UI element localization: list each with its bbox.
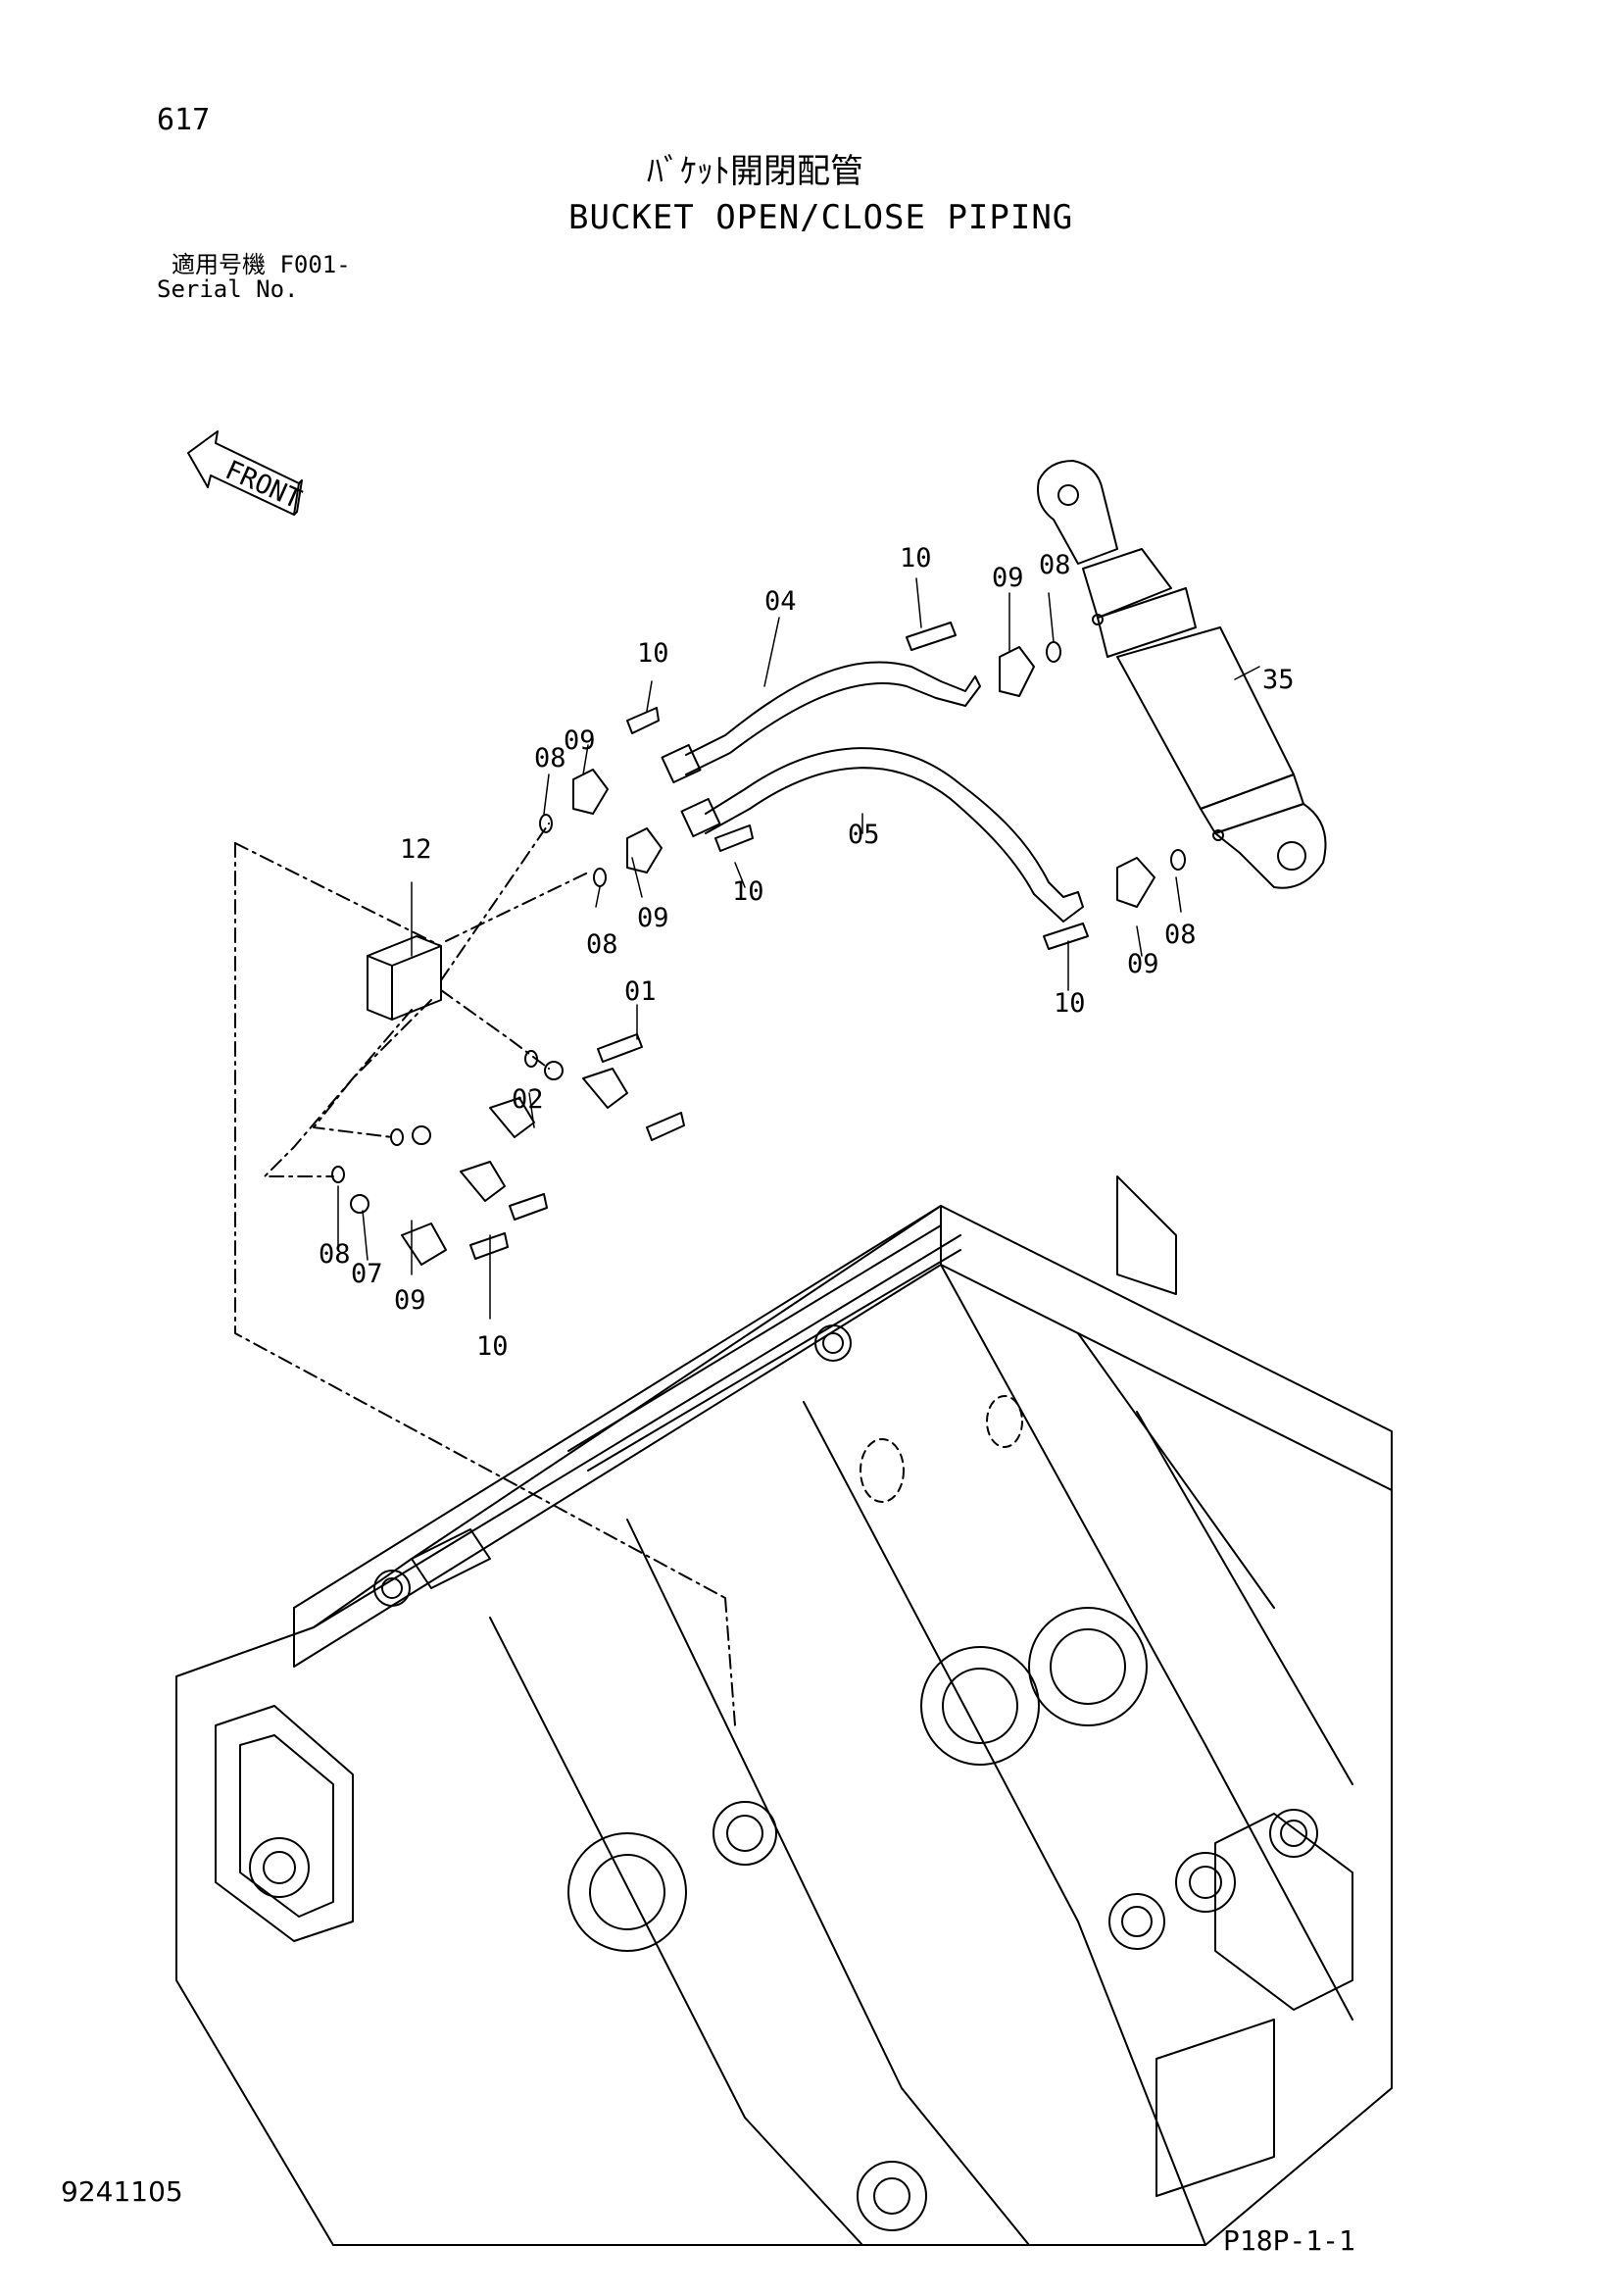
- callout-08-bottom: 08: [319, 1239, 351, 1270]
- serial-label-english: Serial No.: [157, 275, 299, 303]
- callout-02: 02: [512, 1084, 544, 1115]
- fitting-group-lower: [331, 1033, 685, 1266]
- leader-lines: [234, 823, 736, 1726]
- front-arrow-icon: [187, 430, 303, 516]
- title-japanese: ﾊﾞｹｯﾄ開閉配管: [647, 152, 863, 191]
- callout-08-left: 08: [586, 929, 618, 960]
- callout-10-mid: 10: [637, 638, 669, 669]
- callout-09-bottom: 09: [394, 1285, 426, 1316]
- hose-05: [680, 747, 1084, 923]
- title-english: BUCKET OPEN/CLOSE PIPING: [568, 198, 1074, 237]
- bucket-arm-frame: [175, 1175, 1393, 2246]
- callout-09-top: 09: [992, 563, 1024, 593]
- clamp-group-lower-right: [1043, 849, 1186, 950]
- clamp-group-left: [539, 707, 754, 887]
- callout-05: 05: [848, 820, 880, 850]
- callout-09-right: 09: [1127, 949, 1159, 979]
- page-number: 617: [157, 103, 211, 137]
- callout-08-right: 08: [1164, 920, 1197, 950]
- callout-10-right: 10: [1054, 988, 1086, 1019]
- serial-label-japanese: 適用号機 F001-: [172, 251, 351, 278]
- callout-35: 35: [1262, 665, 1295, 695]
- front-arrow-label: FRONT: [221, 455, 306, 515]
- page-reference: P18P-1-1: [1223, 2224, 1355, 2257]
- callout-12: 12: [400, 834, 432, 865]
- document-number: 9241105: [61, 2175, 183, 2208]
- callout-10-left: 10: [732, 876, 764, 907]
- clamp-group-top-right: [906, 622, 1061, 697]
- callout-10-top: 10: [900, 543, 932, 574]
- callout-04: 04: [764, 586, 797, 617]
- callout-08-mid: 08: [534, 743, 566, 774]
- callout-07: 07: [351, 1259, 383, 1289]
- junction-block-12: [367, 935, 442, 1021]
- callout-10-bottom: 10: [476, 1331, 509, 1362]
- bucket-cylinder: [1037, 460, 1327, 889]
- callout-01: 01: [624, 976, 657, 1007]
- callout-09-left: 09: [637, 903, 669, 933]
- hose-04: [661, 661, 981, 784]
- callout-09-mid: 09: [564, 725, 596, 756]
- callout-08-top: 08: [1039, 550, 1071, 580]
- callout-leaders: [337, 577, 1260, 1320]
